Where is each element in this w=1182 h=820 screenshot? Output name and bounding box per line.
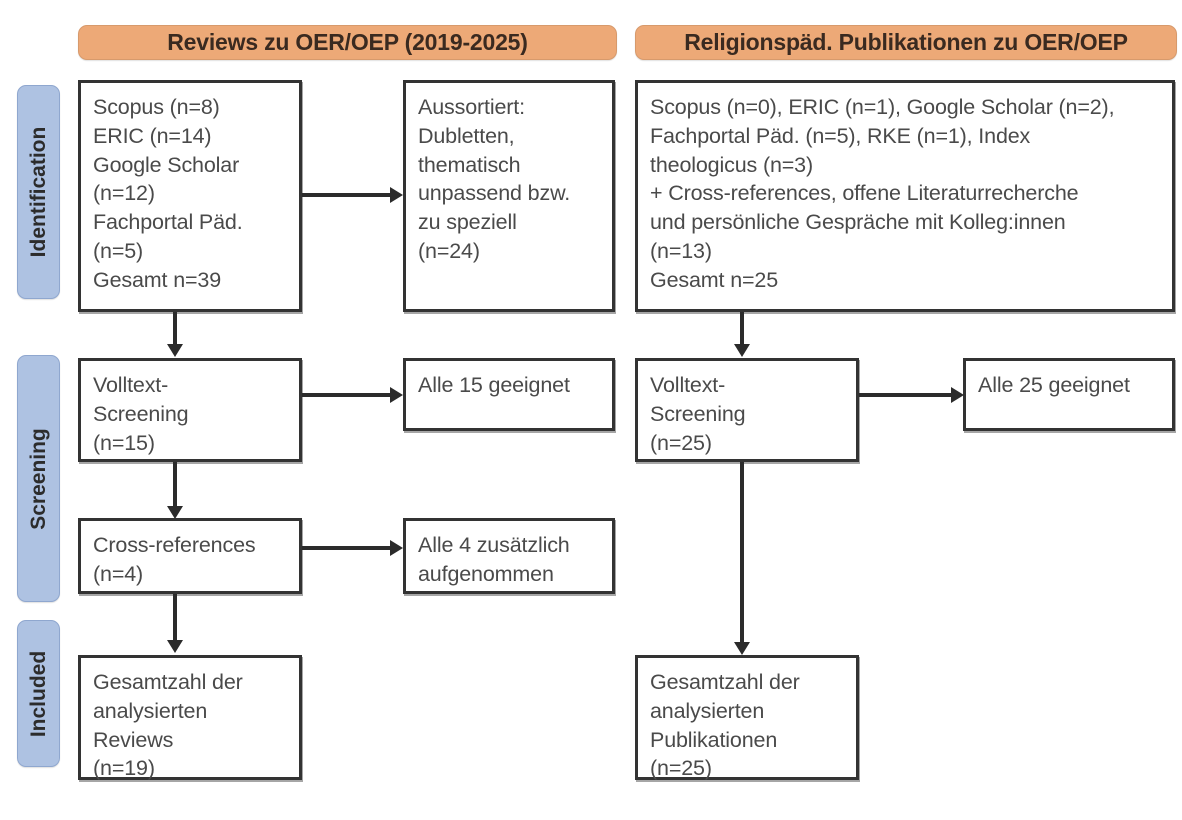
box-left-crossrefs: Cross-references (n=4)	[78, 518, 302, 594]
stage-included: Included	[17, 620, 60, 767]
box-right-screening: Volltext- Screening (n=25)	[635, 358, 859, 462]
box-line: Dubletten,	[418, 123, 515, 148]
box-line: (n=5)	[93, 238, 144, 263]
box-line: unpassend bzw.	[418, 181, 571, 206]
box-line: Gesamtzahl der	[650, 670, 800, 694]
box-left-excluded: Aussortiert: Dubletten, thematisch unpas…	[403, 80, 615, 312]
box-line: analysierten	[93, 698, 208, 723]
stage-screening: Screening	[17, 355, 60, 602]
arrowhead-right-screening-to-result	[951, 387, 964, 403]
right-column-header: Religionspäd. Publikationen zu OER/OEP	[635, 25, 1177, 60]
box-line: thematisch	[418, 152, 521, 177]
arrowhead-left-screening-to-result	[390, 387, 403, 403]
arrowhead-left-crossrefs-to-included	[167, 640, 183, 653]
box-line: Screening	[93, 401, 189, 426]
box-line: (n=24)	[418, 238, 480, 263]
box-line: (n=19)	[93, 756, 155, 781]
box-line: Scopus (n=8)	[93, 95, 220, 119]
box-line: (n=13)	[650, 238, 712, 263]
box-line: Publikationen	[650, 727, 778, 752]
box-line: Scopus (n=0), ERIC (n=1), Google Scholar…	[650, 95, 1115, 119]
box-line: Aussortiert:	[418, 95, 525, 119]
connector-right-screening-to-result	[859, 393, 953, 397]
connector-left-ident-to-excluded	[302, 193, 392, 197]
stage-identification-label: Identification	[26, 126, 50, 258]
arrowhead-right-ident-to-screening	[734, 344, 750, 357]
box-line: Gesamtzahl der	[93, 670, 243, 694]
box-line: Google Scholar	[93, 152, 240, 177]
box-line: Volltext-	[650, 373, 726, 397]
box-right-identification: Scopus (n=0), ERIC (n=1), Google Scholar…	[635, 80, 1175, 312]
box-line: (n=25)	[650, 756, 712, 781]
box-left-included: Gesamtzahl der analysierten Reviews (n=1…	[78, 655, 302, 780]
arrowhead-left-ident-to-excluded	[390, 187, 403, 203]
box-line: + Cross-references, offene Literaturrech…	[650, 181, 1079, 206]
box-line: Fachportal Päd. (n=5), RKE (n=1), Index	[650, 123, 1031, 148]
arrowhead-left-screening-to-crossrefs	[167, 506, 183, 519]
left-column-header-label: Reviews zu OER/OEP (2019-2025)	[167, 29, 528, 55]
box-right-screening-result: Alle 25 geeignet	[963, 358, 1175, 431]
box-line: theologicus (n=3)	[650, 152, 813, 177]
box-line: (n=15)	[93, 430, 155, 455]
box-line: Alle 25 geeignet	[978, 373, 1130, 397]
box-line: aufgenommen	[418, 561, 554, 586]
box-line: zu speziell	[418, 210, 517, 235]
box-line: und persönliche Gespräche mit Kolleg:inn…	[650, 210, 1066, 235]
box-line: Cross-references	[93, 533, 256, 557]
connector-left-screening-to-result	[302, 393, 392, 397]
box-line: (n=12)	[93, 181, 155, 206]
box-line: ERIC (n=14)	[93, 123, 212, 148]
box-line: Fachportal Päd.	[93, 210, 243, 235]
box-left-crossrefs-result: Alle 4 zusätzlich aufgenommen	[403, 518, 615, 594]
box-line: Screening	[650, 401, 746, 426]
connector-right-screening-to-included	[740, 462, 744, 644]
stage-included-label: Included	[26, 650, 50, 737]
box-right-included: Gesamtzahl der analysierten Publikatione…	[635, 655, 859, 780]
box-line: analysierten	[650, 698, 765, 723]
box-line: (n=25)	[650, 430, 712, 455]
connector-left-screening-to-crossrefs	[173, 462, 177, 508]
connector-left-crossrefs-to-result	[302, 546, 392, 550]
left-column-header: Reviews zu OER/OEP (2019-2025)	[78, 25, 617, 60]
right-column-header-label: Religionspäd. Publikationen zu OER/OEP	[684, 29, 1128, 55]
box-line: Reviews	[93, 727, 174, 752]
stage-identification: Identification	[17, 85, 60, 299]
box-line: (n=4)	[93, 561, 144, 586]
box-line: Alle 4 zusätzlich	[418, 533, 570, 557]
arrowhead-right-screening-to-included	[734, 642, 750, 655]
arrowhead-left-crossrefs-to-result	[390, 540, 403, 556]
connector-right-ident-to-screening	[740, 312, 744, 346]
box-line: Volltext-	[93, 373, 169, 397]
box-line: Alle 15 geeignet	[418, 373, 570, 397]
box-line: Gesamt n=25	[650, 267, 779, 292]
stage-screening-label: Screening	[26, 427, 50, 530]
box-line: Gesamt n=39	[93, 267, 222, 292]
box-left-screening: Volltext- Screening (n=15)	[78, 358, 302, 462]
arrowhead-left-ident-to-screening	[167, 344, 183, 357]
connector-left-ident-to-screening	[173, 312, 177, 346]
box-left-identification: Scopus (n=8) ERIC (n=14) Google Scholar …	[78, 80, 302, 312]
connector-left-crossrefs-to-included	[173, 594, 177, 642]
box-left-screening-result: Alle 15 geeignet	[403, 358, 615, 431]
